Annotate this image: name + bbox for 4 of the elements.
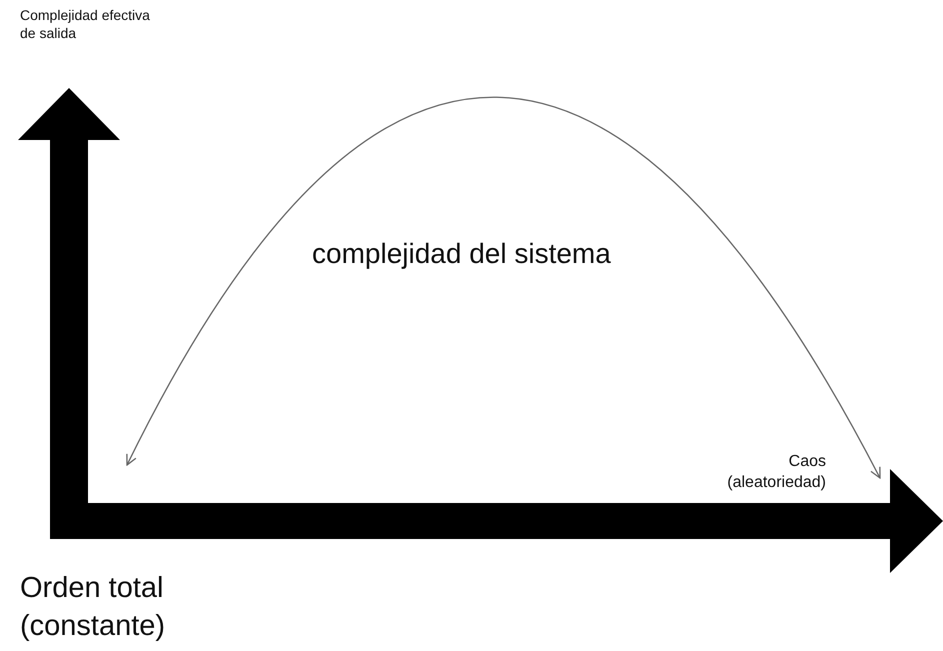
- axis-label: Complejidad efectiva de salida: [20, 6, 151, 42]
- axis-label: complejidad del sistema: [312, 237, 612, 271]
- axis-label: Orden total (constante): [20, 571, 166, 644]
- axis-label: Caos (aleatoriedad): [726, 452, 826, 493]
